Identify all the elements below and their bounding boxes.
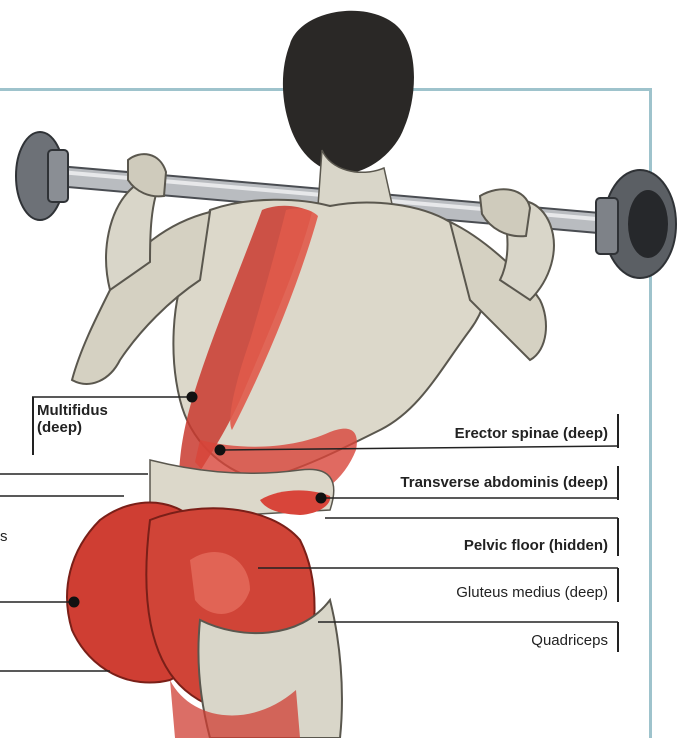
pelvic-floor-tick bbox=[617, 518, 619, 556]
dot-erector-spinae bbox=[215, 445, 226, 456]
label-truncated-left: s bbox=[0, 528, 8, 545]
label-pelvic-floor: Pelvic floor (hidden) bbox=[400, 537, 608, 554]
quadriceps-tick bbox=[617, 622, 619, 652]
label-transverse-abdominis: Transverse abdominis (deep) bbox=[340, 474, 608, 491]
label-multifidus: Multifidus (deep) bbox=[37, 402, 108, 436]
dot-gluteus-maximus bbox=[69, 597, 80, 608]
label-multifidus-line1: Multifidus bbox=[37, 402, 108, 419]
label-quadriceps: Quadriceps bbox=[440, 632, 608, 649]
right-hand bbox=[480, 189, 530, 236]
label-erector-spinae: Erector spinae (deep) bbox=[400, 425, 608, 442]
label-gluteus-medius: Gluteus medius (deep) bbox=[400, 584, 608, 601]
head-hair bbox=[283, 11, 414, 174]
transverse-abdominis-tick bbox=[617, 466, 619, 500]
erector-spinae-tick bbox=[617, 414, 619, 448]
label-multifidus-line2: (deep) bbox=[37, 419, 108, 436]
multifidus-tick bbox=[32, 397, 34, 455]
dot-transverse-abdominis bbox=[316, 493, 327, 504]
gluteus-medius-tick bbox=[617, 568, 619, 602]
dot-multifidus bbox=[187, 392, 198, 403]
